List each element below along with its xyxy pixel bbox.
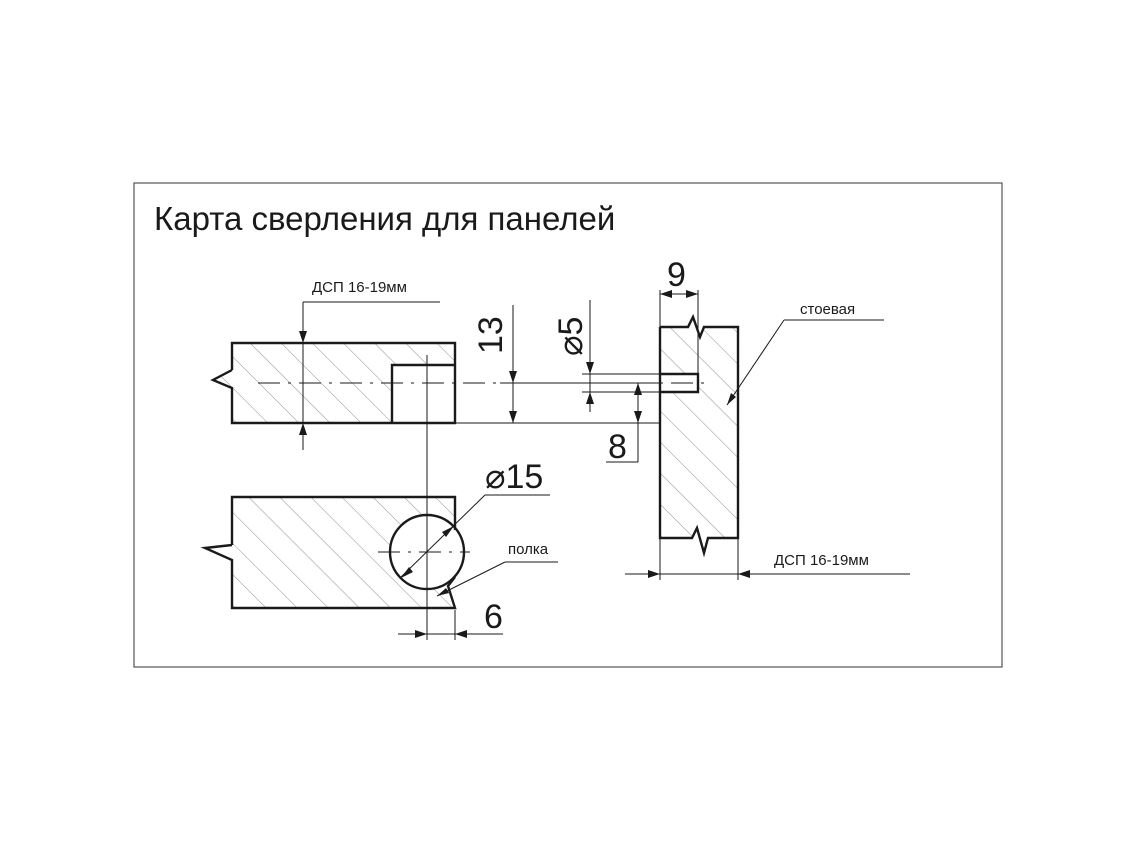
top-panel-material-label: ДСП 16-19мм: [312, 279, 407, 296]
dimension-13-label: 13: [472, 316, 510, 354]
side-panel-label-leader: стоевая: [726, 301, 884, 406]
top-panel-thickness-dimension: ДСП 16-19мм: [299, 279, 440, 450]
dimension-6: 6: [398, 598, 503, 640]
dimension-diameter-5-label: ⌀5: [552, 317, 590, 356]
drawing-frame: [133, 182, 1003, 668]
shelf-panel: ⌀15 полка: [200, 458, 558, 640]
dimension-9: 9: [659, 256, 699, 374]
top-panel: [210, 341, 500, 620]
shelf-label: полка: [508, 541, 549, 558]
side-panel-material-label: ДСП 16-19мм: [774, 552, 869, 569]
side-panel: [630, 313, 740, 558]
dimension-diameter-5: ⌀5: [552, 300, 660, 412]
dimension-diameter-15-label: ⌀15: [485, 458, 543, 496]
dimension-6-label: 6: [484, 598, 503, 636]
dimension-8-label: 8: [608, 428, 627, 466]
dimension-8: 8: [606, 383, 642, 466]
drawing-title: Карта сверления для панелей: [154, 200, 615, 237]
dimension-9-label: 9: [667, 256, 686, 294]
side-panel-label: стоевая: [800, 301, 855, 318]
side-panel-thickness-dimension: ДСП 16-19мм: [625, 538, 910, 580]
